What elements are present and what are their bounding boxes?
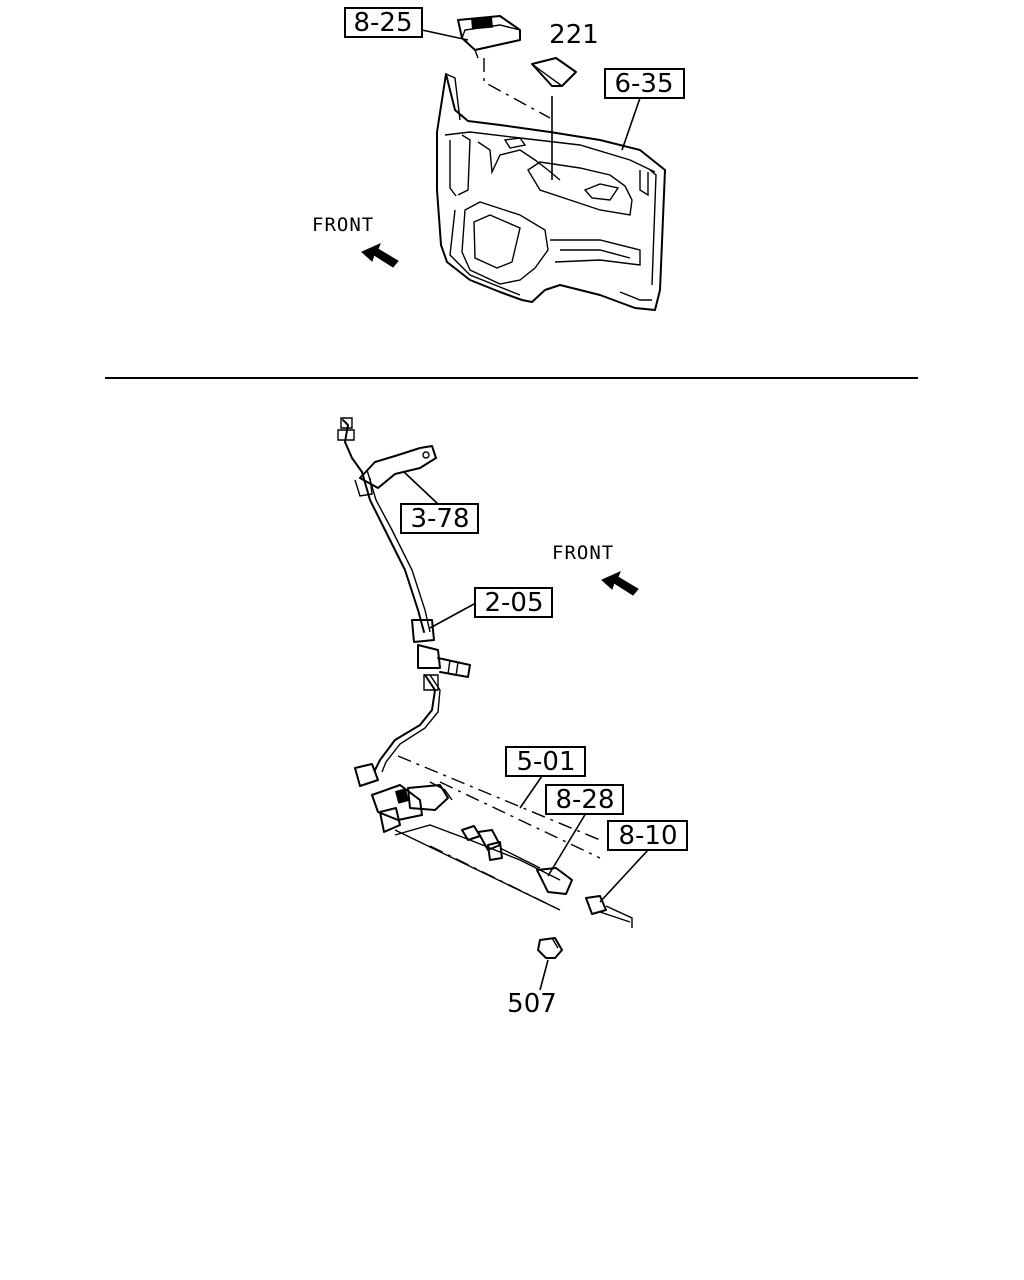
front-label-lower: FRONT bbox=[552, 542, 614, 564]
callout-8-10[interactable]: 8-10 bbox=[607, 820, 688, 851]
callout-8-25-text: 8-25 bbox=[353, 8, 412, 38]
callout-5-01[interactable]: 5-01 bbox=[505, 746, 586, 777]
callout-221-text: 221 bbox=[549, 20, 599, 50]
callout-8-28-text: 8-28 bbox=[555, 785, 614, 815]
callout-3-78-text: 3-78 bbox=[410, 504, 469, 534]
callout-8-10-text: 8-10 bbox=[618, 821, 677, 851]
callout-2-05-text: 2-05 bbox=[484, 588, 543, 618]
callout-507[interactable]: 507 bbox=[507, 989, 557, 1019]
pipe-assembly bbox=[337, 417, 471, 773]
pipe-clamp bbox=[354, 445, 437, 497]
callout-8-25[interactable]: 8-25 bbox=[344, 7, 423, 38]
callout-221[interactable]: 221 bbox=[549, 20, 599, 50]
window-switch bbox=[457, 15, 521, 59]
plug bbox=[537, 937, 563, 959]
callout-8-28[interactable]: 8-28 bbox=[545, 784, 624, 815]
callout-6-35-text: 6-35 bbox=[614, 69, 673, 99]
door-trim-panel bbox=[436, 73, 666, 311]
front-arrow-icon bbox=[361, 243, 399, 268]
cable-connector bbox=[461, 825, 573, 895]
front-arrow-icon bbox=[601, 571, 639, 596]
harness-connector bbox=[585, 895, 633, 928]
callout-2-05[interactable]: 2-05 bbox=[474, 587, 553, 618]
callout-3-78[interactable]: 3-78 bbox=[400, 503, 479, 534]
trim-pad bbox=[531, 57, 577, 87]
cylinder-fittings bbox=[354, 763, 561, 881]
callout-5-01-text: 5-01 bbox=[516, 747, 575, 777]
callout-6-35[interactable]: 6-35 bbox=[604, 68, 685, 99]
callout-507-text: 507 bbox=[507, 989, 557, 1019]
upper-view: 8-25 221 6-35 FRONT bbox=[312, 7, 685, 311]
lower-view: 3-78 2-05 5-01 8-28 8-10 507 FRONT bbox=[337, 417, 688, 1019]
front-label-upper: FRONT bbox=[312, 214, 374, 236]
frame-rails bbox=[394, 755, 601, 911]
